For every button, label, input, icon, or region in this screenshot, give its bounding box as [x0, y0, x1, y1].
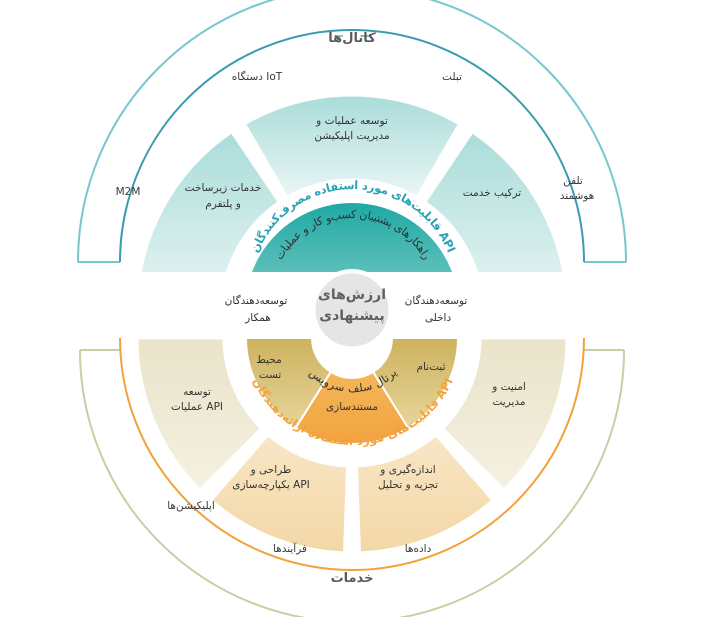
channel-iot-label: دستگاه IoT — [232, 70, 283, 83]
top-segment-middle — [242, 93, 462, 200]
segment-left-bottom-2: عملیات API — [171, 401, 223, 413]
channel-phone-label-2: هوشمند — [560, 190, 595, 202]
channels-inner-arc — [119, 29, 585, 263]
segment-right-bottom-2: مدیریت — [492, 396, 525, 408]
channels-header: کانال‌ها — [328, 31, 376, 46]
center-title-1: ارزش‌های — [318, 287, 386, 303]
channels-outer-arc — [77, 0, 627, 263]
center-circle — [312, 270, 392, 350]
partner-devs-label-1: توسعه‌دهندگان — [225, 294, 288, 307]
center-title-2: پیشنهادی — [319, 308, 384, 324]
segment-left-bottom-1: توسعه — [183, 386, 211, 398]
inner-bottom-middle — [294, 370, 410, 445]
service-processes-label: فرآیندها — [273, 542, 307, 555]
segment-right-bottom-1: امنیت و — [491, 381, 526, 393]
inner-bottom-right — [371, 337, 460, 430]
channel-tablet-label: تبلت — [442, 71, 462, 83]
services-inner-arc — [119, 337, 585, 571]
bottom-segment-bottom-right — [354, 432, 496, 555]
inner-bottom-left-1: محیط — [256, 354, 282, 366]
segment-left-top-1: خدمات زیرساخت — [185, 182, 262, 194]
inner-bottom-left-2: تست — [259, 369, 282, 381]
top-segment-left — [135, 129, 282, 312]
segment-left-top-2: و پلتفرم — [205, 198, 241, 210]
segment-bottom-left-2: یکپارچه‌سازی API — [232, 479, 310, 491]
bottom-segment-left — [135, 336, 264, 493]
segment-bottom-left-1: طراحی و — [250, 464, 292, 476]
inner-bottom-middle: مستندسازی — [326, 401, 378, 413]
segment-bottom-right-2: تجزیه و تحلیل — [378, 479, 438, 491]
channel-phone-label-1: تلفن — [563, 175, 583, 187]
bottom-segment-right — [440, 336, 569, 493]
bottom-title-band — [226, 338, 478, 464]
channel-m2m-label: M2M — [116, 186, 141, 198]
internal-devs-label-2: داخلی — [425, 312, 452, 324]
top-title-band — [224, 182, 480, 310]
bottom-segment-bottom-left — [208, 432, 350, 555]
internal-devs-label-1: توسعه‌دهندگان — [405, 294, 468, 307]
segment-middle-top-2: مدیریت اپلیکیشن — [314, 130, 389, 142]
partner-devs-label-2: همکار — [244, 312, 271, 324]
inner-bottom-right: ثبت‌نام — [416, 361, 445, 373]
service-apps-label: اپلیکیشن‌ها — [167, 500, 215, 512]
segment-bottom-right-1: اندازه‌گیری و — [379, 463, 435, 476]
service-data-label: داده‌ها — [405, 543, 432, 555]
services-header: خدمات — [331, 571, 374, 586]
segment-middle-top-1: توسعه عملیات و — [315, 115, 388, 127]
segment-right-top: ترکیب خدمت — [463, 187, 522, 199]
